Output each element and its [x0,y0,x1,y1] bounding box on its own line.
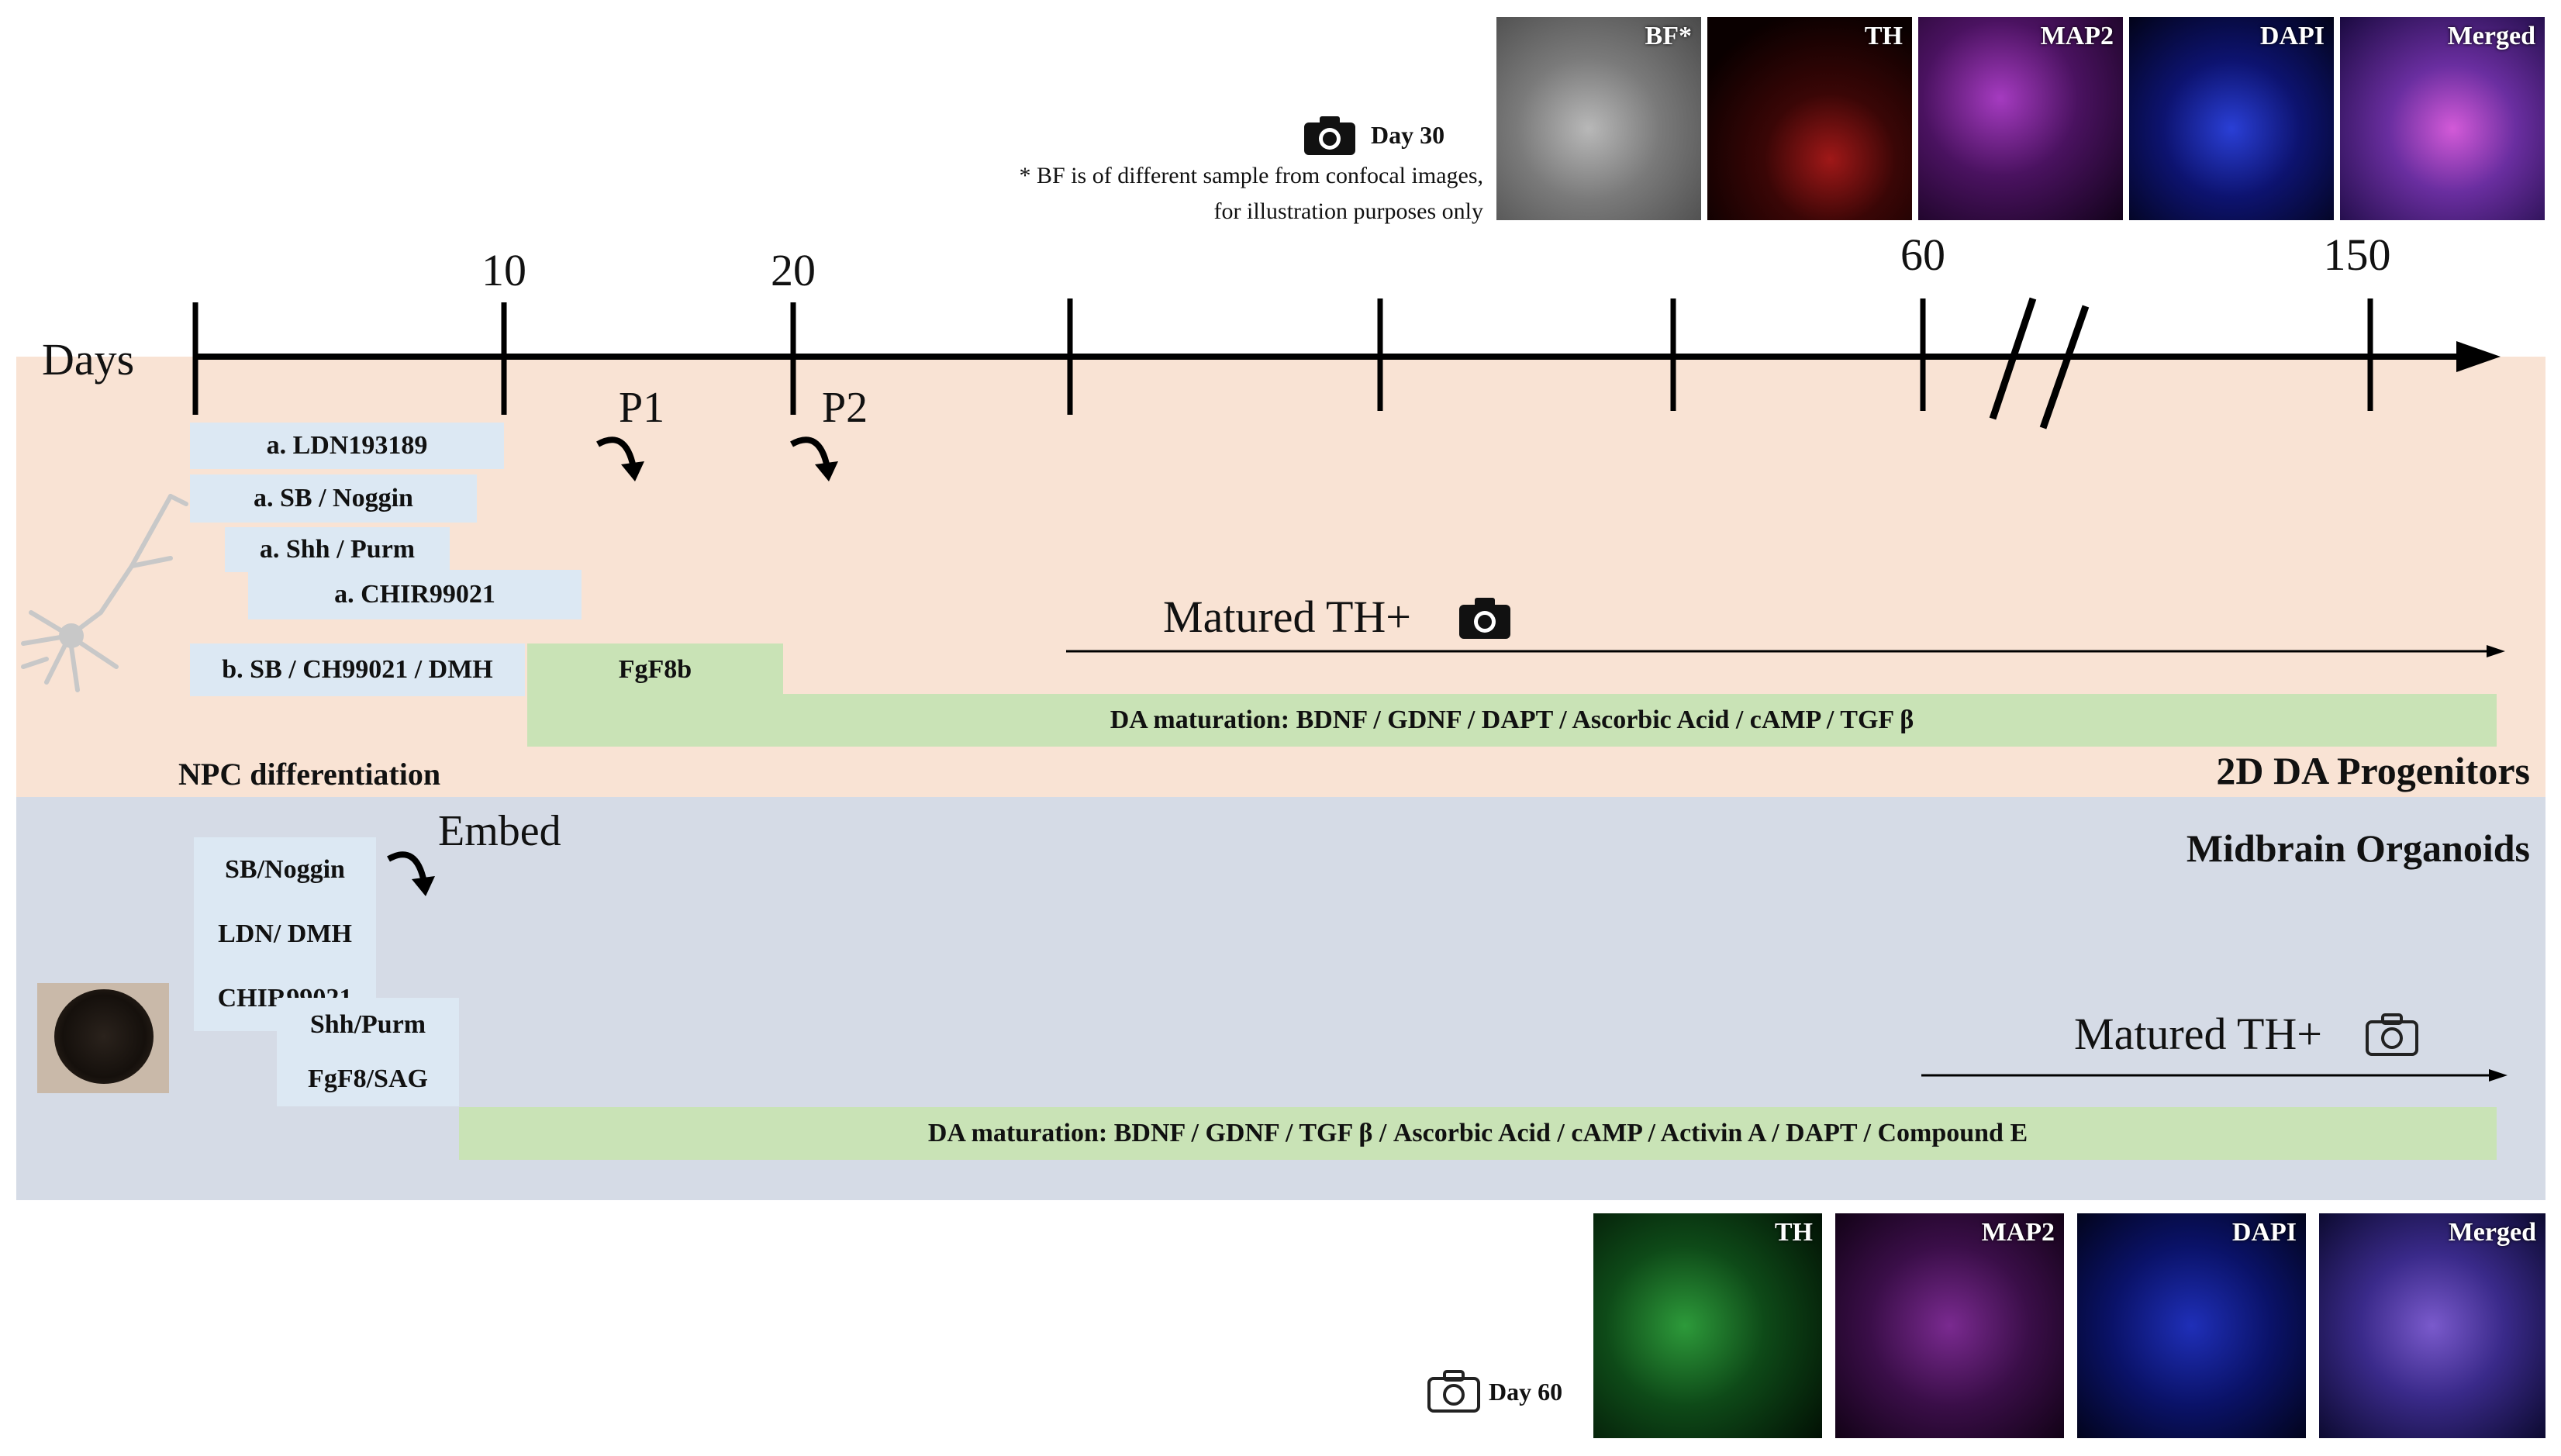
bf-note-line2: for illustration purposes only [1213,198,1483,224]
image-th-bottom: TH [1593,1213,1822,1438]
factor-shh-purm: Shh/Purm [309,1010,426,1039]
camera-icon [1459,598,1510,639]
image-merged-bottom: Merged [2319,1213,2545,1438]
passage-p1: P1 [619,384,665,432]
day60-label: Day 60 [1489,1378,1563,1406]
camera-outline-icon [2366,1013,2418,1056]
tick-label-150: 150 [2323,229,2391,280]
factor-fgf8-sag: FgF8/SAG [308,1064,428,1093]
axis-label: Days [42,334,135,385]
embed-label: Embed [438,807,561,855]
panel-label: Merged [2448,1218,2536,1247]
passage-arrow-icon [790,436,838,481]
organoids-section-label: Midbrain Organoids [2186,826,2530,870]
camera-icon [1304,116,1355,155]
progenitor-maturation-bar: DA maturation: BDNF / GDNF / DAPT / Asco… [527,694,2497,747]
npc-differentiation-label: NPC differentiation [178,757,441,792]
factor-sb-ch99021-dmh: b. SB / CH99021 / DMH [190,643,525,696]
image-dapi-bottom: DAPI [2077,1213,2306,1438]
bf-note-line1: * BF is of different sample from confoca… [1019,163,1483,188]
panel-label: DAPI [2231,1218,2297,1247]
image-bf: BF* [1496,17,1701,220]
panel-label: MAP2 [2040,22,2114,50]
factor-ldn193189: a. LDN193189 [190,423,504,469]
tick-label-10: 10 [481,245,526,295]
image-map2-bottom: MAP2 [1835,1213,2064,1438]
tick-label-60: 60 [1900,229,1945,280]
panel-label: TH [1864,22,1903,50]
image-dapi-top: DAPI [2129,17,2334,220]
day30-label: Day 30 [1371,121,1445,149]
image-merged-top: Merged [2340,17,2545,220]
panel-label: DAPI [2259,22,2325,50]
camera-outline-icon [1427,1370,1480,1413]
factor-chir99021: a. CHIR99021 [248,570,582,619]
passage-arrow-icon [596,436,644,481]
panel-label: BF* [1645,22,1692,50]
image-th-top: TH [1707,17,1912,220]
neuron-icon [21,494,188,692]
progenitor-matured-label: Matured TH+ [1163,592,1411,642]
image-map2-top: MAP2 [1918,17,2123,220]
panel-label: TH [1774,1218,1813,1247]
embed-arrow-icon [387,851,435,896]
organoid-image [37,983,169,1093]
panel-label: MAP2 [1981,1218,2055,1247]
factor-sb-noggin: a. SB / Noggin [190,474,477,523]
organoid-matured-arrow [1921,1069,2508,1082]
factor-shh-purm: a. Shh / Purm [225,527,450,572]
bf-note: * BF is of different sample from confoca… [1020,158,1483,229]
tick-label-20: 20 [771,245,816,295]
organoid-factor-box-2: Shh/Purm FgF8/SAG [277,998,459,1106]
organoid-matured-label: Matured TH+ [2074,1009,2322,1059]
factor-ldn-dmh: LDN/ DMH [218,919,352,948]
panel-label: Merged [2447,22,2535,50]
progenitor-matured-arrow [1066,645,2505,657]
factor-sb-noggin: SB/Noggin [225,854,345,884]
progenitors-section-label: 2D DA Progenitors [2216,749,2530,792]
passage-p2: P2 [822,384,868,432]
timeline-axis [192,297,2501,430]
factor-fgf8b: FgF8b [527,643,783,696]
organoid-maturation-bar: DA maturation: BDNF / GDNF / TGF β / Asc… [459,1107,2497,1160]
